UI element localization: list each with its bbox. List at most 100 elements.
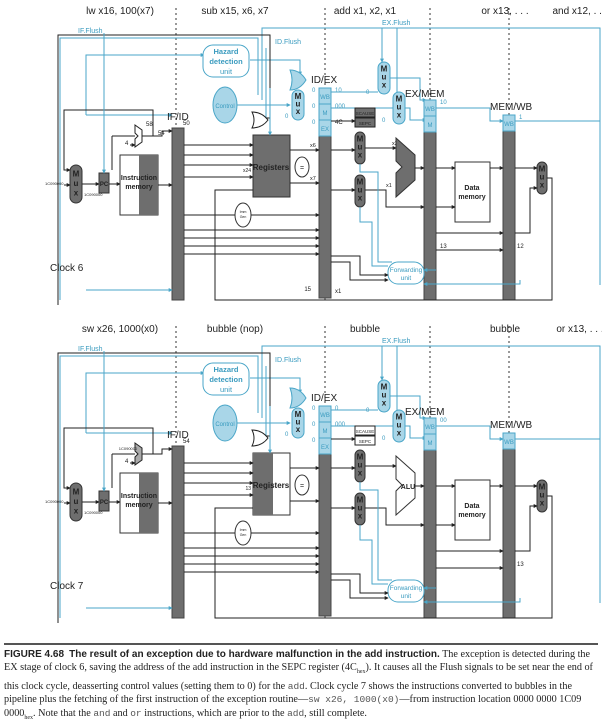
ctrl-field-label: M [323,429,328,435]
scause-label: SCAUSE [356,111,375,116]
mem-wb-wb-field [502,432,516,450]
imm-gen-label: Imm [240,210,247,214]
hazard-wire [250,377,302,394]
register-file-shade [253,453,273,515]
forwarding-label: Forwarding [390,585,423,592]
stage-instruction: add x1, x2, x1 [334,6,397,17]
hazard-label: unit [220,385,233,394]
caption-text: . Clock cycle 7 shows the instructions c… [4,680,572,706]
id-ex-ex-field [318,119,332,137]
imm-gen-label: Gen [240,215,247,219]
mux-letter: u [358,186,363,195]
m-wire [405,425,427,440]
stage-instruction: or x13, . . . [481,6,528,17]
pc-label: PC [100,500,109,506]
mem-wb-wb-value: 1 [519,115,523,121]
figure-caption: FIGURE 4.68 The result of an exception d… [4,643,598,725]
sepc-label: SEPC [359,121,372,126]
alu [395,454,416,517]
ex-mem-wb-value: 10 [440,100,447,106]
id-ex-m-value: 000 [335,422,346,428]
stage-instruction: or x13, . . . [556,324,602,335]
pc-adder [134,124,143,148]
zero-label: 0 [312,406,316,412]
alu-in1-label: x2 [392,141,398,147]
register-file [252,134,291,198]
hex-subscript: hex [24,714,34,721]
if-flush-wire [59,355,259,618]
wb-wire [436,107,504,123]
ctrl-field-label: WB [425,107,435,113]
code-add: add [287,707,305,719]
mem-wb-register [502,114,516,301]
mux-letter: M [295,92,302,101]
data-memory-label: memory [458,512,485,519]
m-wire [405,107,427,122]
mem-wb-rd-value: 13 [517,562,524,568]
pc-value: 1C090000 [84,510,103,515]
mux-letter: x [74,188,79,197]
ctrl-field-label: WB [320,413,330,419]
ctrl-field-label: EX [321,127,329,133]
hazard-detection-unit [202,44,250,78]
forwarding-label: Forwarding [390,267,423,274]
caption-text: ). It causes all the Flush signals to be… [4,662,593,692]
zero-label: 0 [312,438,316,444]
stage-instruction: bubble [490,324,520,335]
data-memory [454,161,491,223]
zero-label: 0 [285,114,289,120]
forward-ctrl-wire [359,525,388,585]
forward-in-wire [423,280,521,286]
mux-letter: x [358,194,363,203]
forwarding-label: unit [401,593,412,600]
id-ex-rd-value: 15 [304,287,311,293]
mux-letter: M [73,169,80,178]
equality-comparator [294,156,310,178]
mux-letter: u [358,143,363,152]
register-write-tag: x24 [243,168,251,174]
ex-flush-wire [261,27,601,285]
mux-letter: x [382,399,387,408]
wb-data-wire [515,504,538,552]
ex-mem-rd-value: 13 [440,244,447,250]
mux-letter: M [295,410,302,419]
instruction-memory-shade [139,473,158,533]
registers-label: Registers [253,481,290,490]
stage-instruction: sub x15, x6, x7 [201,6,269,17]
hazard-label: detection [209,375,243,384]
zero-label: 0 [312,104,316,110]
mux-letter: M [539,483,546,492]
code-sw: sw x26, 1000(x0) [308,694,400,706]
instruction-memory-label: Instruction [121,493,157,500]
or-gate [289,69,307,91]
rt-wire [331,261,389,282]
stage-instruction: sw x26, 1000(x0) [82,324,158,335]
mux-letter: u [74,497,79,506]
forwarding-label: unit [401,275,412,282]
wb-wire [390,77,427,102]
caption-text: and [110,707,131,719]
mux-letter: x [397,111,402,120]
mux-letter: x [358,469,363,478]
ctrl-field-label: WB [320,95,330,101]
mux-letter: M [539,165,546,174]
pc-value: 1C090000 [84,192,103,197]
mux-letter: x [540,499,545,508]
id-ex-label: ID/EX [311,75,337,86]
or-gate [251,111,269,129]
ctrl-field-label: EX [321,445,329,451]
alu-input-wire [365,189,425,209]
mux-letter: u [358,461,363,470]
wb-result-wire [214,495,553,619]
mux-letter: u [397,103,402,112]
ex-mem-m-field [423,433,437,451]
sepc-label: SEPC [359,439,372,444]
mux-letter: M [381,65,388,74]
mux-letter: M [396,95,403,104]
caption-text: instructions, which are prior to the [141,707,288,719]
alu [395,136,416,199]
caption-text: The exception is detected during the EX … [4,649,591,674]
hazard-label: Hazard [213,365,238,374]
mux-letter: x [74,506,79,515]
data-memory-label: Data [464,185,479,192]
